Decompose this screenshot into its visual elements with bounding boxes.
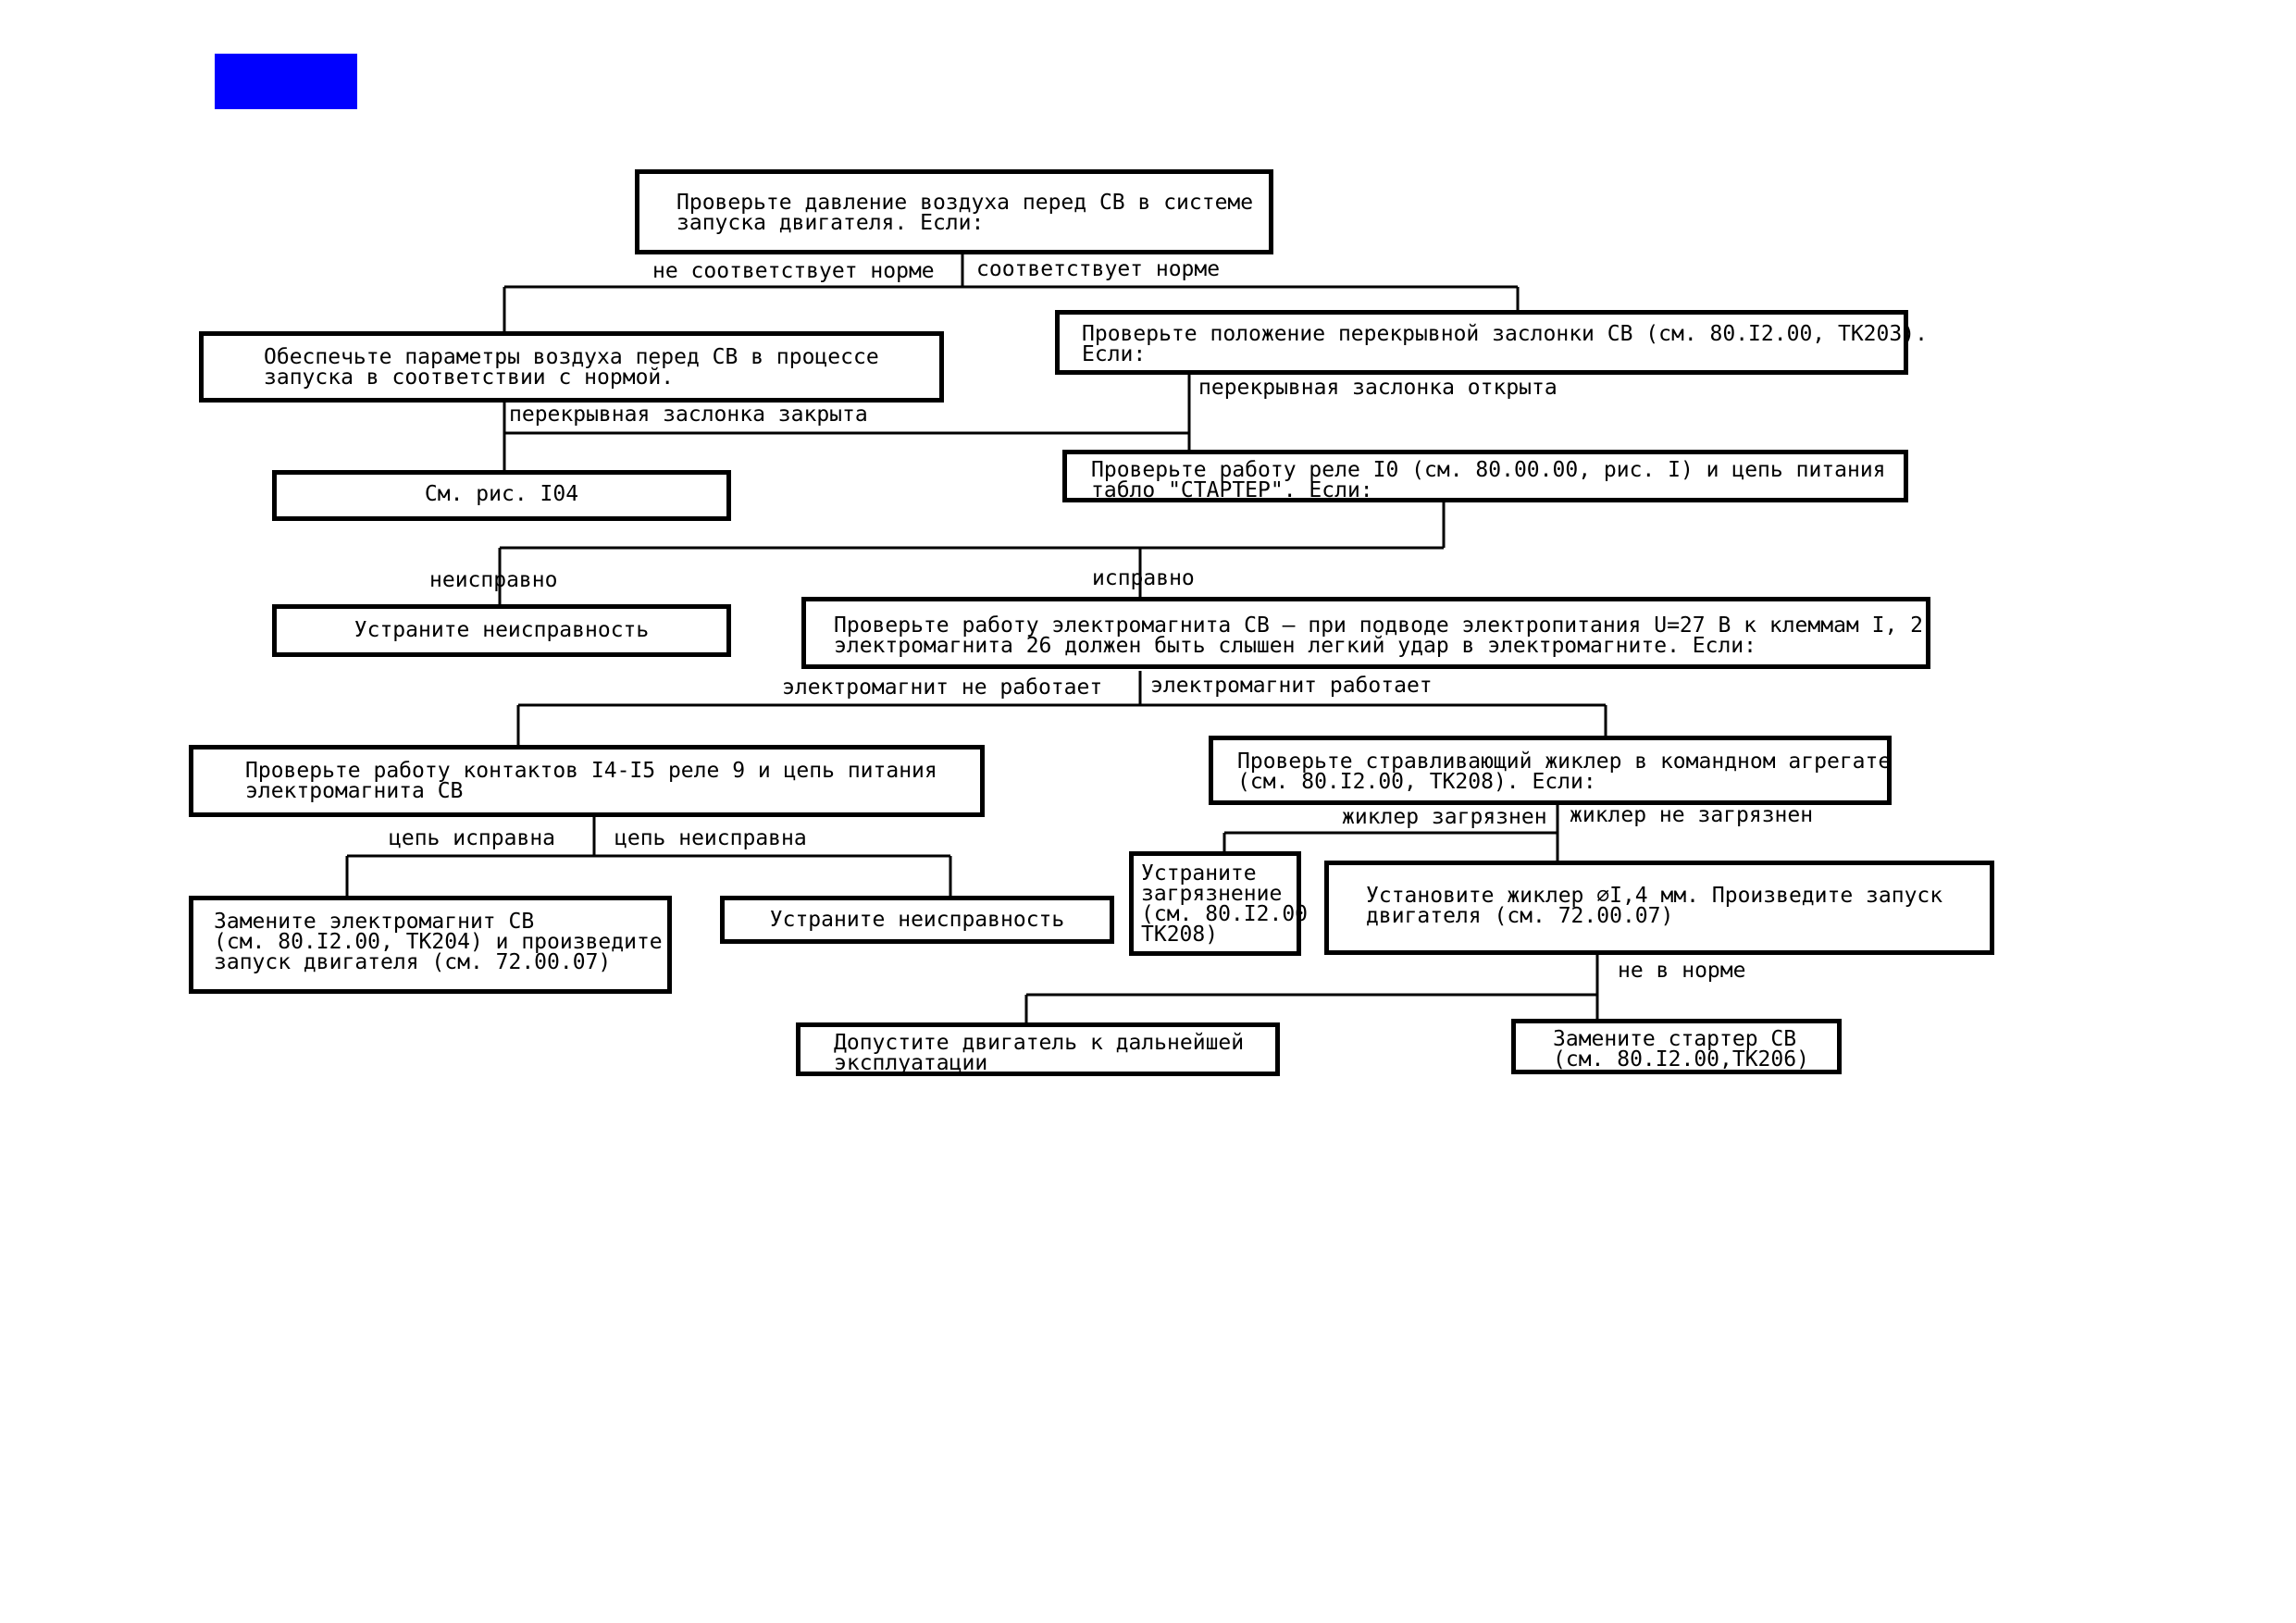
branch-label-jet-clean: жиклер не загрязнен [1570,803,1814,827]
allow-further-operation-box: Допустите двигатель к дальнейшей эксплуа… [796,1022,1280,1076]
branch-label-jet-contaminated: жиклер загрязнен [1342,805,1547,829]
branch-label-out-of-norm: не в норме [1618,959,1746,983]
branch-label-circuit-ok: цепь исправна [389,826,556,850]
branch-label-valve-closed: перекрывная заслонка закрыта [509,403,868,427]
branch-label-serviceable: исправно [1092,566,1195,590]
branch-label-valve-open: перекрывная заслонка открыта [1198,376,1558,400]
see-figure-104-box: См. рис. I04 [272,470,731,521]
remove-contamination-box: Устраните загрязнение (см. 80.I2.00 ТК20… [1129,851,1308,956]
branch-label-magnet-not-working: электромагнит не работает [782,675,1103,700]
check-electromagnet-box: Проверьте работу электромагнита СВ – при… [801,597,1930,669]
branch-label-magnet-working: электромагнит работает [1150,674,1433,698]
check-air-pressure-box: Проверьте давление воздуха перед СВ в си… [635,169,1273,254]
install-jet-box: Установите жиклер ∅I,4 мм. Произведите з… [1324,861,1994,955]
branch-label-faulty: неисправно [429,568,558,592]
branch-label-not-normal: не соответствует норме [652,259,935,283]
branch-label-circuit-faulty: цепь неисправна [614,826,807,850]
ensure-air-parameters-box: Обеспечьте параметры воздуха перед СВ в … [199,331,944,403]
replace-electromagnet-box: Замените электромагнит СВ (см. 80.I2.00,… [189,896,672,994]
fix-fault-box-2: Устраните неисправность [720,896,1114,944]
check-relay-10-box: Проверьте работу реле I0 (см. 80.00.00, … [1062,450,1908,502]
check-shutoff-valve-box: Проверьте положение перекрывной заслонки… [1055,310,1928,375]
replace-starter-box: Замените стартер СВ (см. 80.I2.00,ТК206) [1511,1019,1842,1074]
branch-label-normal: соответствует норме [976,257,1221,281]
check-bleed-jet-box: Проверьте стравливающий жиклер в командн… [1209,736,1892,805]
blue-marker-block [215,54,357,109]
check-relay-9-contacts-box: Проверьте работу контактов I4-I5 реле 9 … [189,745,985,817]
fix-fault-box-1: Устраните неисправность [272,604,731,657]
